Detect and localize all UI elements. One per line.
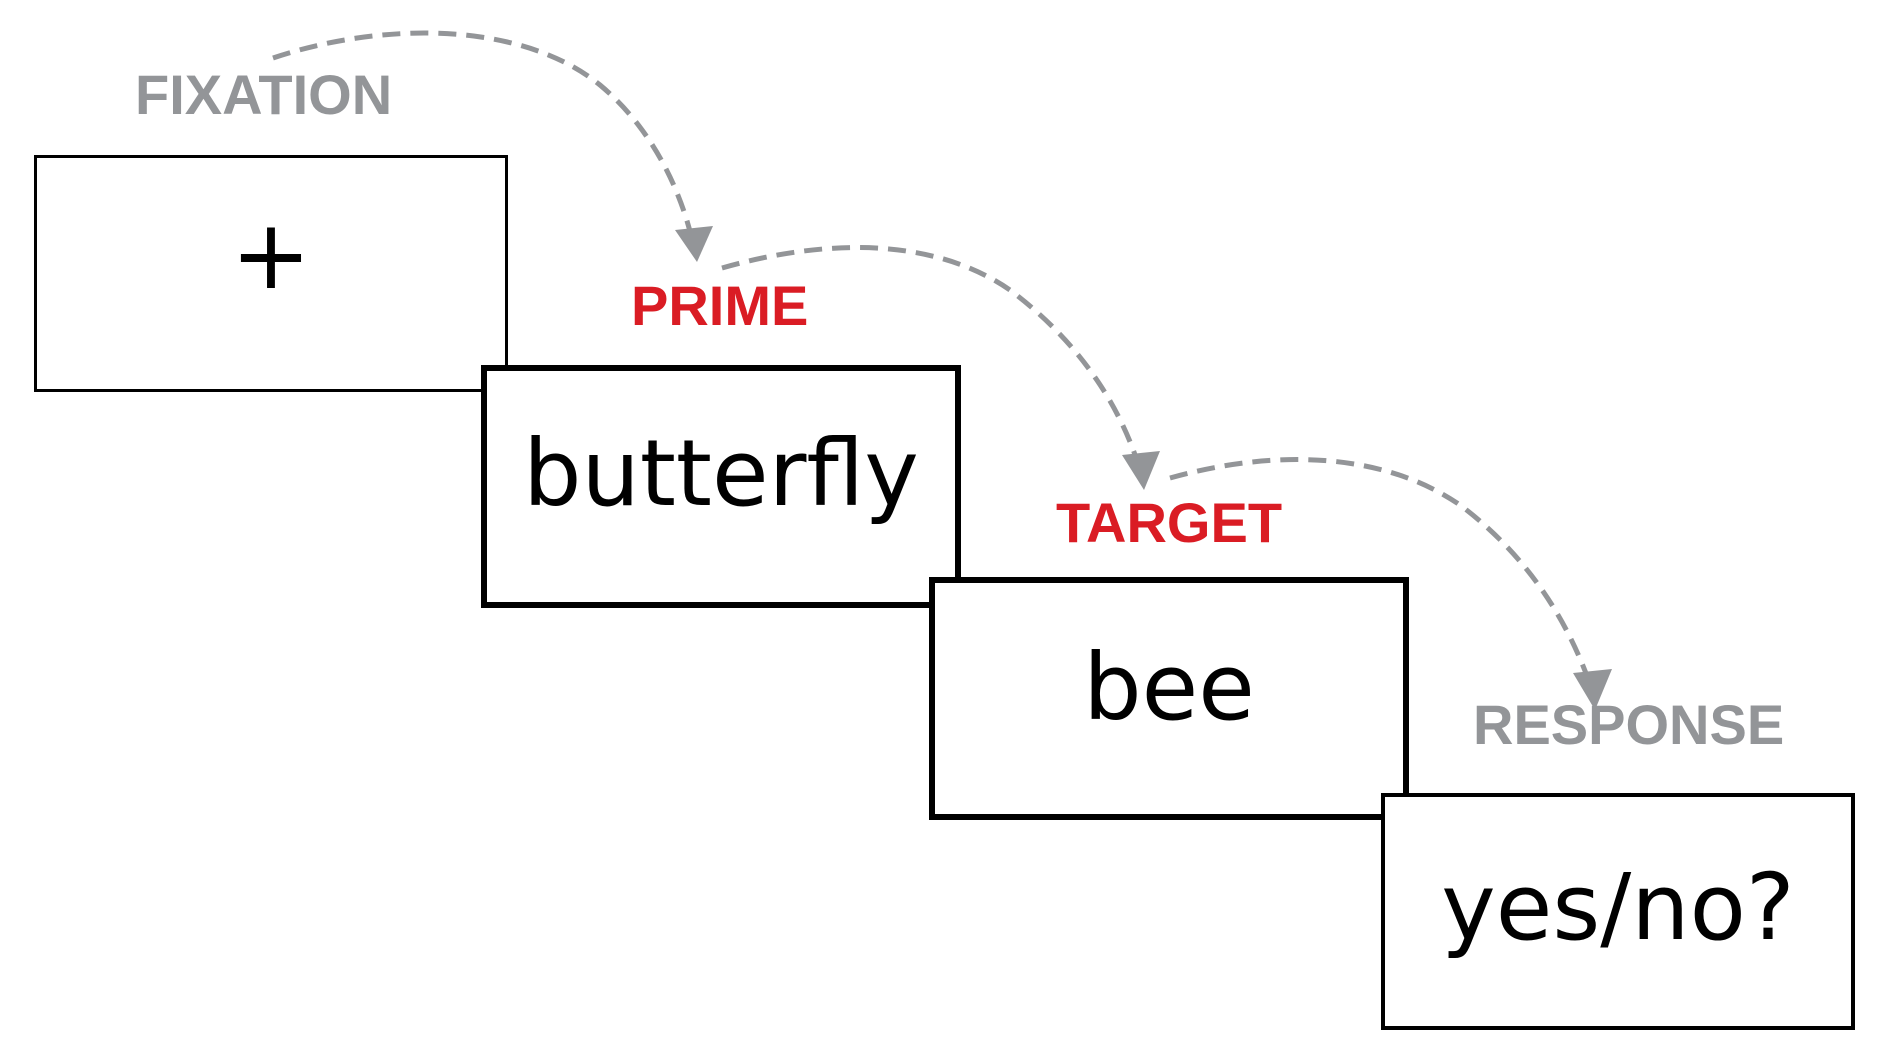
stage-label-response: RESPONSE	[1473, 693, 1785, 756]
fixation-cross: +	[230, 199, 312, 311]
prime-screen-box: butterfly	[481, 365, 961, 608]
stage-label-prime: PRIME	[631, 274, 809, 337]
prime-word: butterfly	[523, 420, 919, 527]
arrowhead-icon	[1122, 451, 1160, 490]
target-word: bee	[1083, 634, 1255, 741]
stage-label-fixation: FIXATION	[135, 63, 393, 126]
target-screen-box: bee	[929, 577, 1409, 820]
response-prompt: yes/no?	[1441, 854, 1795, 961]
arrowhead-icon	[675, 226, 713, 262]
stage-label-target: TARGET	[1056, 491, 1283, 554]
response-screen-box: yes/no?	[1381, 793, 1855, 1030]
fixation-screen-box: +	[34, 155, 508, 392]
